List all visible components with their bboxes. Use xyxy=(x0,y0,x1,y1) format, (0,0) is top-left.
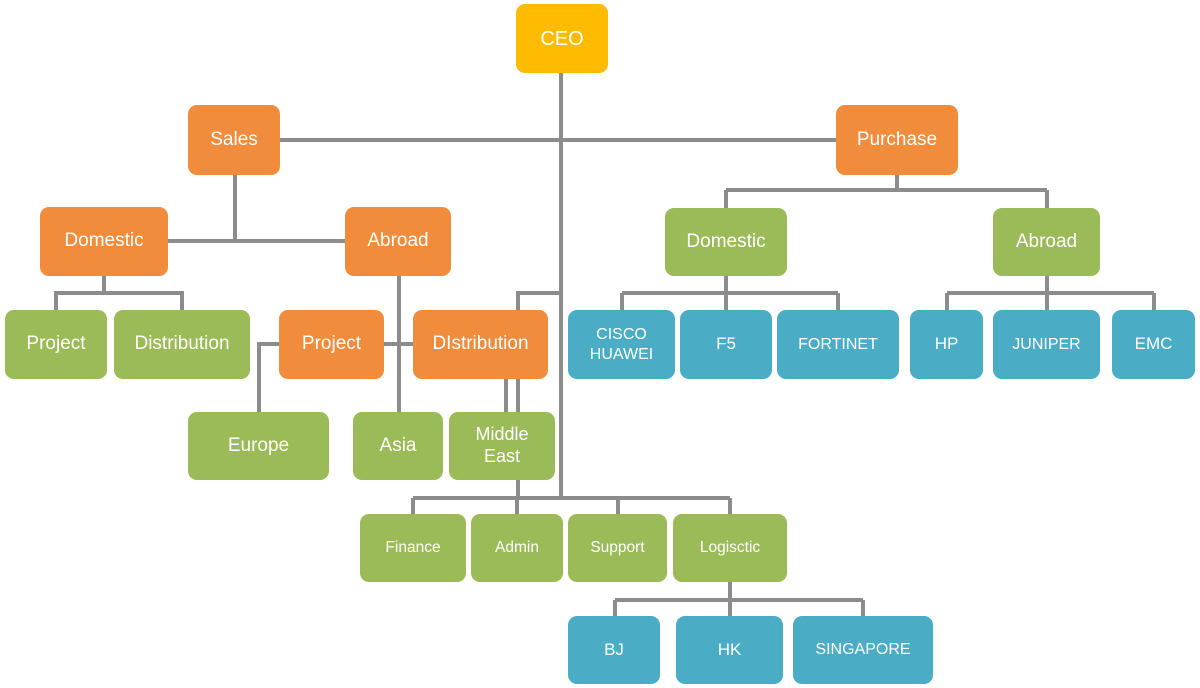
node-sales-abroad-distribution-label: DIstribution xyxy=(432,333,529,355)
node-bj: BJ xyxy=(568,616,660,684)
node-juniper-label: JUNIPER xyxy=(1012,335,1081,353)
node-sales-domestic-project-label: Project xyxy=(26,333,86,355)
node-purchase-label: Purchase xyxy=(856,128,938,150)
node-purchase-abroad: Abroad xyxy=(993,208,1100,276)
node-purchase-domestic: Domestic xyxy=(665,208,787,276)
node-logistic-label: Logisctic xyxy=(699,538,761,556)
line-trunk-distribution xyxy=(516,291,561,310)
node-ceo-label: CEO xyxy=(540,27,584,50)
node-sales: Sales xyxy=(188,105,280,175)
node-asia-label: Asia xyxy=(379,434,417,456)
node-hk-label: HK xyxy=(717,639,742,659)
node-europe-label: Europe xyxy=(227,434,290,456)
node-cisco-huawei-label: CISCO HUAWEI xyxy=(589,326,654,363)
node-admin-label: Admin xyxy=(495,538,539,556)
node-middle-east-label: Middle East xyxy=(475,424,529,466)
node-support: Support xyxy=(568,514,667,582)
node-sales-domestic-distribution: Distribution xyxy=(114,310,250,379)
node-f5-label: F5 xyxy=(716,334,736,354)
node-ceo: CEO xyxy=(516,4,608,73)
node-hk: HK xyxy=(676,616,783,684)
node-sales-domestic-distribution-label: Distribution xyxy=(134,333,230,355)
node-fortinet: FORTINET xyxy=(777,310,899,379)
node-purchase-abroad-label: Abroad xyxy=(1015,230,1078,252)
node-juniper: JUNIPER xyxy=(993,310,1100,379)
node-emc: EMC xyxy=(1112,310,1195,379)
node-logistic: Logisctic xyxy=(673,514,787,582)
node-asia: Asia xyxy=(353,412,443,480)
node-hp-label: HP xyxy=(934,334,959,354)
line-project-europe xyxy=(257,342,279,412)
node-sales-domestic-label: Domestic xyxy=(64,230,144,252)
line-sales-domestic-children xyxy=(54,276,106,310)
node-bj-label: BJ xyxy=(604,639,624,659)
node-sales-abroad-distribution: DIstribution xyxy=(413,310,548,379)
node-emc-label: EMC xyxy=(1134,334,1173,354)
node-sales-domestic-project: Project xyxy=(5,310,107,379)
node-europe: Europe xyxy=(188,412,329,480)
node-fortinet-label: FORTINET xyxy=(798,335,878,353)
node-singapore: SINGAPORE xyxy=(793,616,933,684)
node-support-label: Support xyxy=(590,538,645,556)
node-purchase-domestic-label: Domestic xyxy=(686,230,766,252)
node-sales-domestic: Domestic xyxy=(40,207,168,276)
node-sales-abroad: Abroad xyxy=(345,207,451,276)
node-f5: F5 xyxy=(680,310,772,379)
node-admin: Admin xyxy=(471,514,563,582)
node-finance-label: Finance xyxy=(385,538,441,556)
node-hp: HP xyxy=(910,310,983,379)
line-sales-domestic-distribution xyxy=(104,291,184,310)
node-purchase: Purchase xyxy=(836,105,958,175)
node-sales-abroad-label: Abroad xyxy=(367,230,429,252)
node-middle-east: Middle East xyxy=(449,412,555,480)
node-sales-label: Sales xyxy=(210,128,258,150)
node-singapore-label: SINGAPORE xyxy=(815,641,911,659)
node-sales-abroad-project-label: Project xyxy=(301,333,362,355)
node-sales-abroad-project: Project xyxy=(279,310,384,379)
node-cisco-huawei: CISCO HUAWEI xyxy=(568,310,675,379)
node-finance: Finance xyxy=(360,514,466,582)
